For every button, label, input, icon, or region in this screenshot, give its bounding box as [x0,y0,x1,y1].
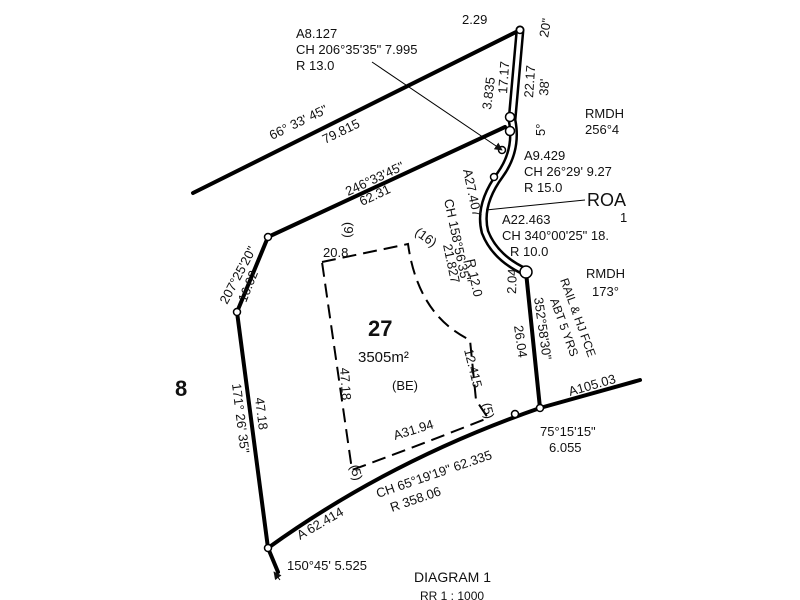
label-ch-206: CH 206°35'35" 7.995 [296,42,417,57]
label-204: 2.04 [504,268,520,294]
label-1717: 17.17 [495,61,512,95]
label-150-45: 150°45' 5.525 [287,558,367,573]
boundary-lines [191,28,642,574]
label-a9429: A9.429 [524,148,565,163]
survey-mark [510,409,520,419]
label-a22463: A22.463 [502,212,550,227]
diagram-scale: RR 1 : 1000 [420,589,484,600]
boundary-inner-north [266,125,507,239]
leader-lines [273,61,586,581]
boundary-northwest [235,235,270,314]
boundary-east [524,270,542,410]
survey-mark [489,172,499,182]
label-r13: R 13.0 [296,58,334,73]
lot-code: (BE) [392,378,418,393]
lot-number: 27 [368,316,392,341]
boundary-south-arc [266,406,542,550]
label-2604: 26.04 [511,324,530,358]
diagram-title: DIAGRAM 1 [414,569,491,585]
label-rmdh-2: RMDH [586,266,625,281]
survey-mark [263,232,273,242]
plan-labels: 2.29 20" A8.127 CH 206°35'35" 7.995 R 13… [175,12,627,600]
label-3835: 3.835 [479,76,498,110]
survey-mark [519,265,533,279]
label-ch-340: CH 340°00'25" 18. [502,228,609,243]
label-rmdh-1-bearing: 256°4 [585,122,619,137]
survey-mark [535,403,545,413]
label-5deg: 5° [533,124,548,136]
label-5-west: (5) [347,463,366,482]
label-75-15-15: 75°15'15" [540,424,596,439]
label-a3194: A31.94 [391,416,435,442]
label-4718-outer: 47.18 [252,397,271,431]
label-road-number: 1 [620,210,627,225]
survey-mark [515,25,525,35]
survey-mark [504,125,516,137]
label-16: (16) [412,224,440,250]
label-a8127: A8.127 [296,26,337,41]
neighbour-lot-number: 8 [175,376,187,401]
label-ch-26: CH 26°29' 9.27 [524,164,612,179]
label-rmdh-1: RMDH [585,106,624,121]
lot-area: 3505m² [358,349,409,366]
boundary-southwest-stub [266,546,280,574]
boundary-south-east [538,378,642,410]
label-4718-inner: 47.18 [337,367,354,401]
boundary-north [191,28,522,195]
road-reserve [478,25,531,277]
label-9: (9) [341,222,356,238]
label-12415: 12.415 [461,347,485,389]
label-road: ROA [587,190,626,210]
boundary-west [235,310,270,550]
label-6055: 6.055 [549,440,582,455]
label-rmdh-2-bearing: 173° [592,284,619,299]
label-r10: R 10.0 [510,244,548,259]
survey-mark [504,111,516,123]
survey-marks [232,25,545,553]
survey-mark [263,543,273,553]
label-20: 20" [536,17,554,39]
label-38: 38' [536,78,552,96]
building-envelope [320,242,490,472]
label-5-east: (5) [479,401,497,420]
label-2-29: 2.29 [462,12,487,27]
label-2217: 22.17 [521,65,538,99]
survey-mark [232,307,242,317]
label-a27407: A27.407 [460,168,485,218]
label-208: 20.8 [323,245,348,260]
label-r15: R 15.0 [524,180,562,195]
